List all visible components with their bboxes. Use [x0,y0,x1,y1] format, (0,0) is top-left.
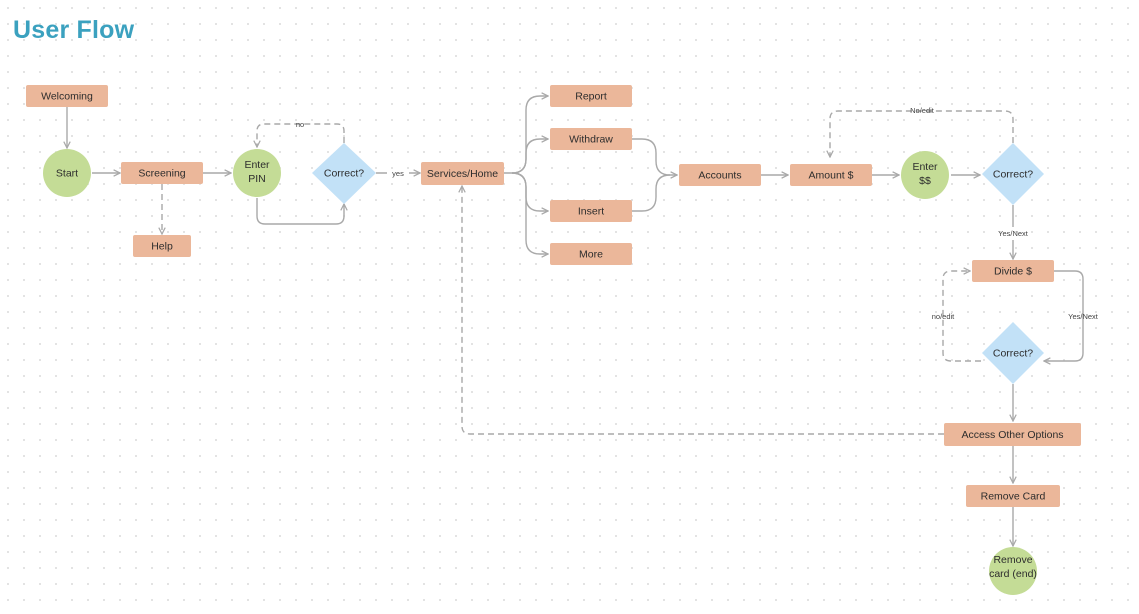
node-insert-label: Insert [578,206,604,218]
node-correct-amount[interactable]: Correct? [982,143,1044,205]
edge-access-services-return [462,186,944,435]
edge-divide-no-edit [942,271,981,362]
node-remove-card[interactable]: Remove Card [966,485,1060,507]
edge-enter-pin-correct [256,198,344,225]
node-accounts[interactable]: Accounts [679,164,761,186]
node-help-label: Help [151,241,173,253]
connectors [67,96,1084,546]
node-correct-divide[interactable]: Correct? [982,322,1044,384]
edge-label-divide-yes-next: Yes/Next [1068,312,1099,321]
node-correct-amount-label: Correct? [993,169,1033,181]
node-remove-card-end[interactable]: Remove card (end) [989,547,1037,595]
edge-amount-no-edit-loop [830,110,1014,157]
edge-pin-no-loop [257,123,345,147]
node-divide-label: Divide $ [994,266,1032,278]
node-enter-pin[interactable]: Enter PIN [233,149,281,197]
edge-services-more [511,172,548,254]
node-remove-card-end-label-line1: Remove [993,554,1032,566]
edge-insert-accounts [632,174,671,212]
edge-label-pin-no: no [296,120,304,129]
node-start[interactable]: Start [43,149,91,197]
node-start-label: Start [56,168,78,180]
node-enter-amount-label-line2: $$ [919,175,931,187]
edge-label-amount-no-edit: No/edit [910,106,935,115]
edge-services-withdraw [511,139,548,174]
node-insert[interactable]: Insert [550,200,632,222]
node-enter-pin-label-line1: Enter [244,159,270,171]
node-accounts-label: Accounts [698,170,741,182]
node-welcoming[interactable]: Welcoming [26,85,108,107]
node-screening[interactable]: Screening [121,162,203,184]
node-access-other-options[interactable]: Access Other Options [944,423,1081,446]
node-remove-card-end-label-line2: card (end) [989,568,1037,580]
node-welcoming-label: Welcoming [41,91,93,103]
node-report[interactable]: Report [550,85,632,107]
node-correct-pin[interactable]: Correct? [312,143,376,204]
node-withdraw[interactable]: Withdraw [550,128,632,150]
edge-services-insert [511,172,548,211]
node-amount[interactable]: Amount $ [790,164,872,186]
node-services-home-label: Services/Home [427,168,498,180]
edge-labels: no yes No/edit Yes/Next no/edit Yes/Next [296,106,1099,321]
node-services-home[interactable]: Services/Home [421,162,504,185]
node-screening-label: Screening [138,168,185,180]
node-divide[interactable]: Divide $ [972,260,1054,282]
node-correct-pin-label: Correct? [324,168,364,180]
node-enter-pin-label-line2: PIN [248,173,266,185]
node-remove-card-label: Remove Card [981,491,1046,503]
node-help[interactable]: Help [133,235,191,257]
node-enter-amount[interactable]: Enter $$ [901,151,949,199]
node-correct-divide-label: Correct? [993,348,1033,360]
edge-label-pin-yes: yes [392,169,404,178]
node-report-label: Report [575,91,607,103]
edge-withdraw-accounts [632,138,677,175]
edge-label-amount-yes-next: Yes/Next [998,229,1029,238]
page-title: User Flow [13,16,135,44]
edge-label-divide-no-edit: no/edit [932,312,955,321]
node-enter-amount-label-line1: Enter [912,161,938,173]
node-withdraw-label: Withdraw [569,134,613,146]
node-amount-label: Amount $ [809,170,854,182]
node-more-label: More [579,249,603,261]
node-more[interactable]: More [550,243,632,265]
node-access-other-options-label: Access Other Options [961,429,1063,441]
edge-divide-yes-next [1044,270,1084,361]
